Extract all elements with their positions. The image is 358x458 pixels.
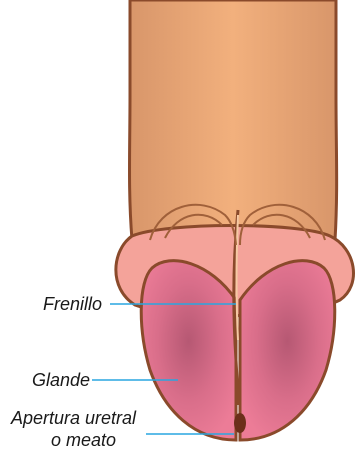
shaft — [130, 0, 337, 240]
glans-left-lobe — [141, 261, 236, 440]
urethral-meatus — [234, 413, 246, 433]
label-meato-line1: Apertura uretral — [10, 408, 137, 428]
label-frenillo: Frenillo — [43, 294, 102, 314]
label-meato-line2: o meato — [51, 430, 116, 450]
glans-right-lobe — [240, 261, 335, 440]
label-glande: Glande — [32, 370, 90, 390]
